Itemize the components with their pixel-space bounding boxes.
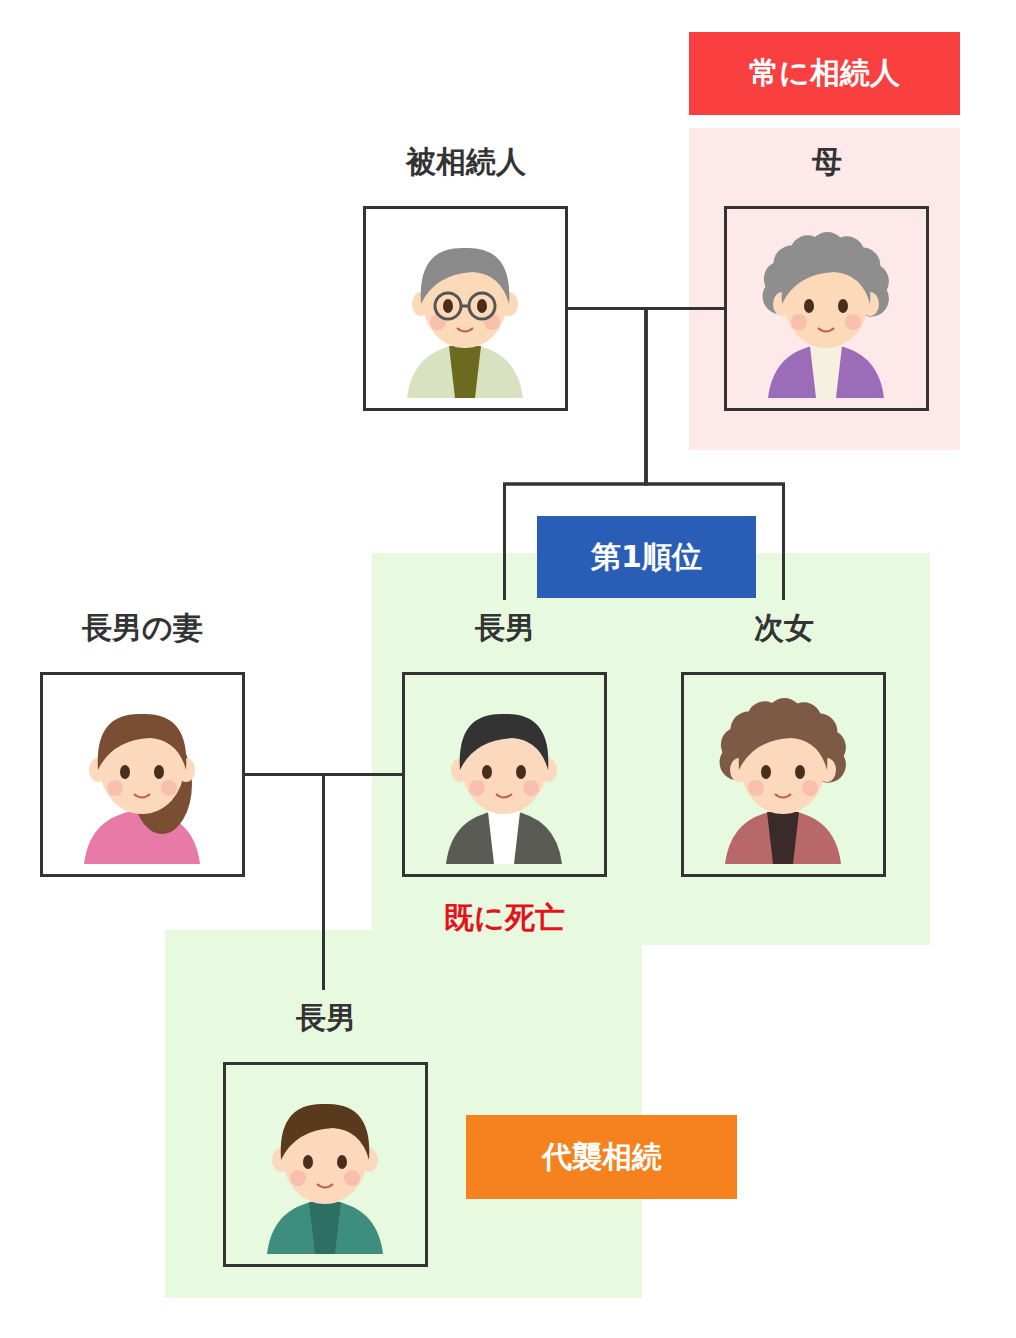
tag-label: 常に相続人: [749, 53, 900, 94]
person-node: 長男既に死亡: [402, 600, 607, 943]
portrait-frame: [724, 206, 929, 411]
category-tag: 第1順位: [537, 516, 756, 598]
family-line: [324, 775, 403, 991]
person-node: 母: [724, 134, 929, 411]
tag-label: 代襲相続: [542, 1137, 662, 1178]
body-inner: [810, 346, 842, 398]
glasses-lens: [435, 293, 461, 319]
eye: [443, 299, 453, 313]
eye: [516, 765, 526, 779]
mouth: [818, 328, 834, 332]
body-inner: [767, 812, 799, 864]
eye: [337, 1155, 347, 1169]
person-node: 被相続人: [363, 134, 568, 411]
hair: [739, 714, 828, 770]
person-node: 長男の妻: [40, 600, 245, 877]
eye: [804, 299, 814, 313]
mouth: [775, 794, 791, 798]
cheek: [802, 780, 818, 796]
family-line: [245, 775, 324, 991]
eye: [482, 765, 492, 779]
eye: [477, 299, 487, 313]
person-heading: 次女: [681, 600, 886, 656]
person-illustration: [407, 248, 523, 398]
body-clothes: [446, 810, 562, 864]
heir-panel: [689, 128, 960, 450]
person-illustration: [763, 232, 889, 398]
portrait-frame: [363, 206, 568, 411]
person-heading: 長男: [223, 990, 428, 1046]
category-tag: 常に相続人: [689, 32, 960, 115]
eye: [120, 765, 130, 779]
mouth: [134, 794, 150, 798]
glasses-bridge: [461, 305, 469, 308]
cheek: [290, 1170, 306, 1186]
person-illustration: [446, 714, 562, 864]
person-heading: 母: [724, 134, 929, 190]
person-node: 長男: [223, 990, 428, 1267]
cheek: [469, 780, 485, 796]
person-illustration: [267, 1104, 383, 1254]
person-heading: 長男の妻: [40, 600, 245, 656]
cheek: [344, 1170, 360, 1186]
portrait-frame: [681, 672, 886, 877]
cheek: [523, 780, 539, 796]
status-note: 既に死亡: [402, 893, 607, 943]
first-rank-panel: [165, 553, 930, 1298]
portrait-frame: [40, 672, 245, 877]
eye: [761, 765, 771, 779]
cheek: [748, 780, 764, 796]
cheek: [107, 780, 123, 796]
body-clothes: [267, 1200, 383, 1254]
hair: [98, 714, 187, 770]
body-inner: [449, 346, 481, 398]
glasses-lens: [469, 293, 495, 319]
person-heading: 被相続人: [363, 134, 568, 190]
body-inner: [488, 812, 520, 864]
eye: [303, 1155, 313, 1169]
eye: [795, 765, 805, 779]
body-clothes: [768, 344, 884, 398]
body-clothes: [725, 810, 841, 864]
person-heading: 長男: [402, 600, 607, 656]
hair: [281, 1104, 370, 1160]
hair: [421, 248, 510, 304]
cheek: [845, 314, 861, 330]
person-illustration: [720, 698, 846, 864]
body-inner: [309, 1202, 341, 1254]
mouth: [496, 794, 512, 798]
mouth: [457, 328, 473, 332]
body-clothes: [407, 344, 523, 398]
category-tag: 代襲相続: [466, 1115, 737, 1199]
eye: [838, 299, 848, 313]
tag-label: 第1順位: [591, 537, 702, 578]
portrait-frame: [223, 1062, 428, 1267]
person-illustration: [84, 714, 200, 864]
mouth: [317, 1184, 333, 1188]
hair: [460, 714, 549, 770]
person-node: 次女: [681, 600, 886, 877]
hair: [782, 248, 871, 304]
portrait-frame: [402, 672, 607, 877]
eye: [154, 765, 164, 779]
cheek: [791, 314, 807, 330]
cheek: [161, 780, 177, 796]
